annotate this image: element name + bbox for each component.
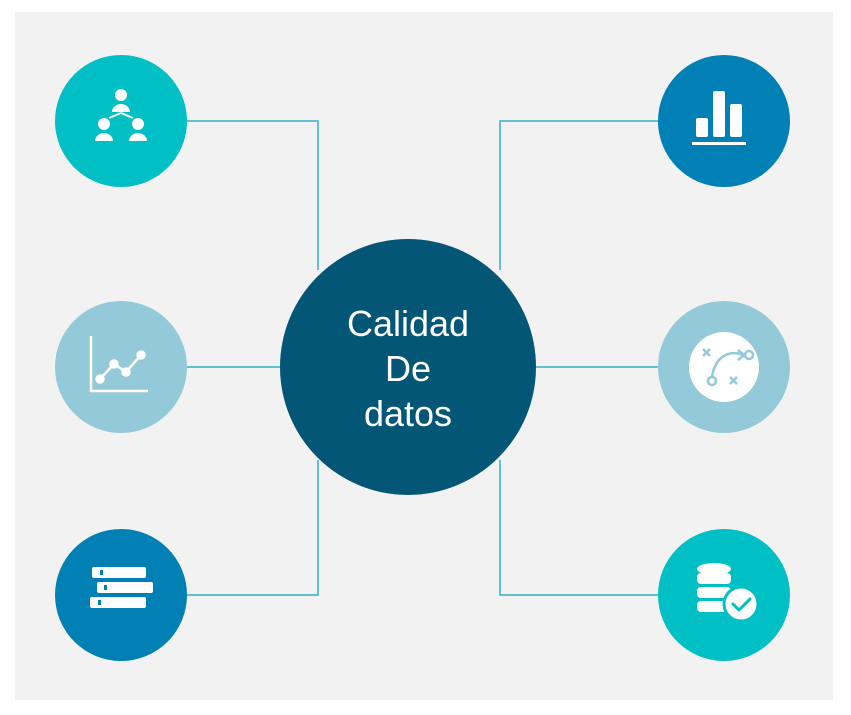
node-bar-chart [658,55,790,187]
database-check-icon [697,563,760,623]
team-hierarchy-icon [95,89,147,141]
connector-team [186,120,319,270]
line-chart-icon [89,336,148,393]
center-node [280,239,536,495]
node-team [55,55,187,187]
connectors [186,120,658,596]
bar-chart-icon [692,91,746,145]
node-strategy [658,301,790,433]
node-line-chart [55,301,187,433]
connector-books [186,460,319,596]
connector-bar-chart [499,120,658,270]
connector-database [499,460,658,596]
node-database-check [658,529,790,661]
node-books [55,529,187,661]
strategy-play-icon [689,332,759,402]
books-icon [90,567,153,608]
